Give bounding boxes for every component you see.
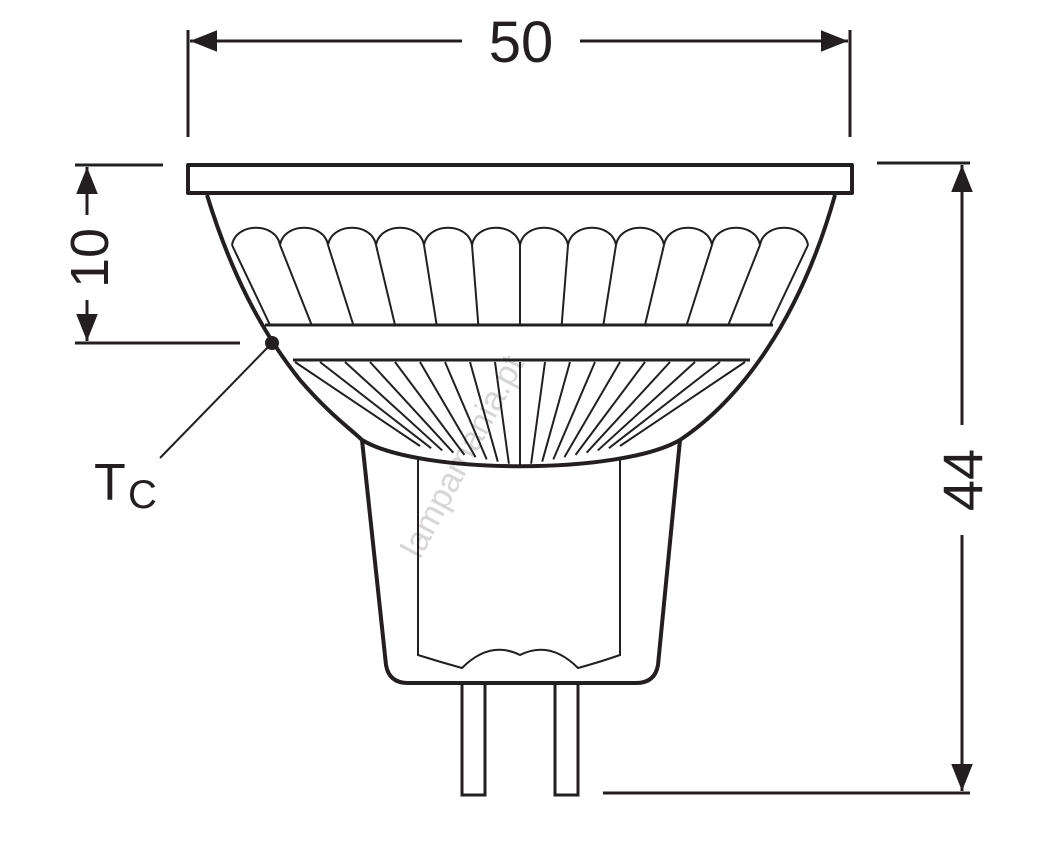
upper-rib [560, 244, 569, 326]
band-height-value: 10 [60, 228, 120, 288]
upper-rib [375, 244, 396, 326]
lower-rib [530, 361, 546, 464]
lower-rib [541, 361, 571, 462]
pin-left [460, 681, 487, 797]
pin-right [553, 681, 580, 797]
lamp-body [186, 163, 854, 797]
tc-marker: T C [94, 336, 279, 517]
lower-rib [608, 361, 721, 450]
reflector-outline [205, 194, 837, 469]
scalloped-edge [231, 226, 809, 246]
total-height-value: 44 [931, 449, 994, 511]
upper-rib [685, 244, 713, 326]
width-value: 50 [489, 10, 554, 75]
width-dimension: 50 [186, 10, 852, 137]
upper-rib [602, 244, 617, 326]
upper-rib [327, 244, 355, 326]
lower-rib [394, 361, 466, 456]
lower-rib [344, 361, 443, 452]
upper-rib [279, 244, 313, 326]
upper-rib [727, 244, 761, 326]
lower-rib [319, 361, 432, 450]
upper-rib [231, 244, 271, 326]
upper-rib [423, 244, 438, 326]
lower-rib [574, 361, 646, 456]
lower-rib [469, 361, 499, 462]
lower-rib [597, 361, 696, 452]
lower-rib [444, 361, 488, 460]
lower-rib [294, 361, 421, 447]
lower-rib [552, 361, 596, 460]
upper-rib [471, 244, 480, 326]
total-height-dimension: 44 [603, 161, 994, 795]
upper-rib [644, 244, 665, 326]
lower-rib [585, 361, 671, 454]
lower-rib [369, 361, 455, 454]
lower-rib [563, 361, 621, 458]
lamp-neck [360, 439, 682, 685]
lower-rib [419, 361, 477, 458]
tc-label: T [94, 454, 126, 512]
lower-rib [619, 361, 746, 447]
neck-inner-lines [417, 458, 621, 670]
lower-rib [494, 361, 510, 464]
reflector-facets [231, 226, 809, 466]
tc-subscript: C [128, 473, 157, 517]
front-rim [186, 163, 854, 195]
upper-rib [769, 244, 809, 326]
band-height-dimension: 10 [60, 163, 240, 345]
